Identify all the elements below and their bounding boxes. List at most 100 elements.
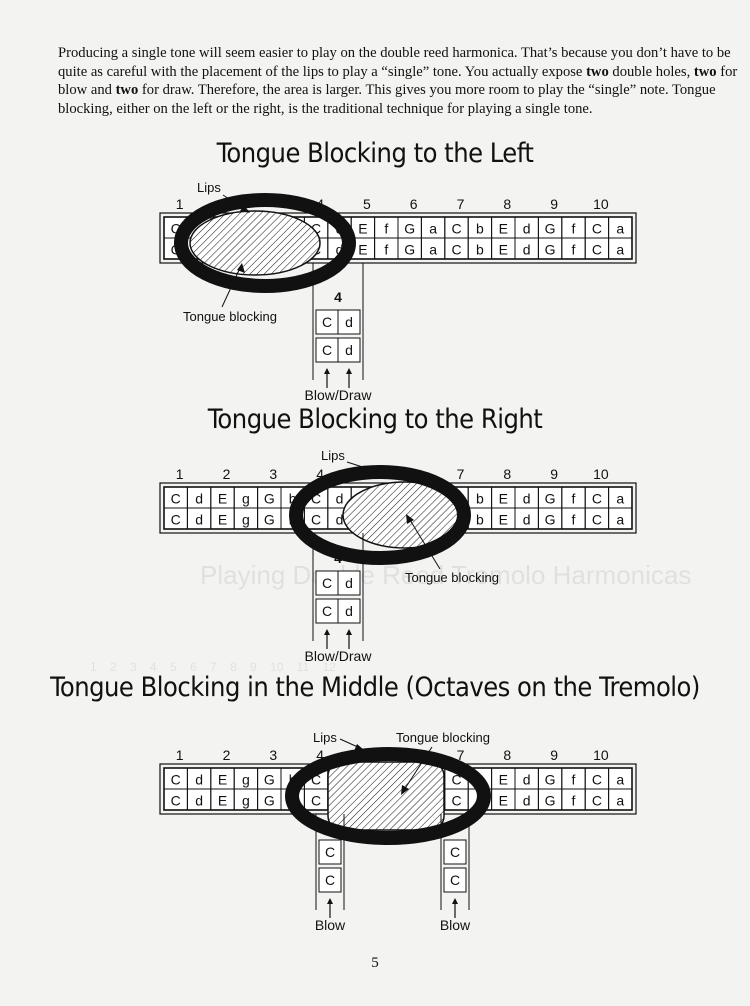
reed-note: E — [218, 793, 227, 809]
hole-number: 10 — [593, 466, 609, 482]
hole-number: 1 — [176, 747, 184, 763]
hole-number: 8 — [503, 747, 511, 763]
reed-cell — [608, 788, 633, 811]
reed-note: d — [195, 772, 203, 788]
reed-note: C — [171, 512, 181, 528]
intro-bold-3: two — [115, 82, 139, 99]
reed-note: g — [242, 512, 250, 528]
heading-middle: Tongue Blocking in the Middle (Octaves o… — [50, 672, 700, 703]
reed-note: C — [592, 242, 602, 258]
exposed-reed-cell — [337, 309, 361, 335]
reed-note: E — [499, 512, 508, 528]
intro-bold-2: two — [693, 63, 717, 80]
reed-note: d — [336, 512, 344, 528]
reed-note: E — [218, 491, 227, 507]
reed-note: f — [572, 793, 576, 809]
reed-note: d — [523, 221, 531, 237]
reed-note: G — [545, 793, 556, 809]
reed-note: E — [499, 793, 508, 809]
exposed-reed-note: C — [322, 342, 332, 358]
reed-note: C — [592, 793, 602, 809]
exposed-reed-note: C — [325, 844, 335, 860]
reed-note: G — [404, 221, 415, 237]
hole-number: 8 — [503, 196, 511, 212]
reed-note: f — [384, 221, 388, 237]
reed-note: f — [572, 242, 576, 258]
tongue-block-area — [189, 210, 321, 276]
intro-text-4: for draw. Therefore, the area is larger.… — [58, 82, 716, 117]
reed-note: C — [592, 512, 602, 528]
reed-note: g — [242, 491, 250, 507]
exposed-reed-cell — [337, 570, 361, 596]
exposed-reed-note: C — [322, 314, 332, 330]
reed-note: d — [336, 242, 344, 258]
reed-note: f — [572, 512, 576, 528]
reed-note: C — [311, 793, 321, 809]
reed-note: E — [218, 512, 227, 528]
hole-number: 7 — [457, 196, 465, 212]
reed-note: C — [171, 772, 181, 788]
hole-number: 10 — [593, 196, 609, 212]
reed-note: G — [545, 242, 556, 258]
exposed-reed-note: d — [345, 342, 353, 358]
exposed-reed-note: C — [450, 872, 460, 888]
exposed-reed-note: C — [322, 575, 332, 591]
reed-note: d — [195, 491, 203, 507]
exposed-reed-note: C — [325, 872, 335, 888]
reed-note: C — [171, 491, 181, 507]
intro-paragraph: Producing a single tone will seem easier… — [58, 44, 744, 118]
reed-note: G — [264, 772, 275, 788]
hole-number: 7 — [457, 466, 465, 482]
lips-label: Lips — [313, 730, 337, 745]
reed-note: C — [451, 221, 461, 237]
reed-note: g — [242, 772, 250, 788]
exposed-reed-note: C — [450, 844, 460, 860]
tongue-label: Tongue blocking — [405, 570, 499, 585]
tongue-block-area — [327, 761, 445, 831]
tongue-label: Tongue blocking — [183, 309, 277, 324]
reed-note: b — [476, 512, 484, 528]
reed-note: b — [289, 491, 297, 507]
exposed-hole-number: 7 — [451, 819, 459, 835]
reed-note: a — [616, 491, 624, 507]
exposed-reed-note: d — [345, 575, 353, 591]
reed-note: C — [171, 221, 181, 237]
reed-note: b — [476, 242, 484, 258]
reed-note: E — [358, 221, 367, 237]
lips-outline — [174, 193, 356, 293]
hole-number: 3 — [269, 466, 277, 482]
reed-note: d — [523, 242, 531, 258]
reed-note: d — [336, 491, 344, 507]
reed-note: b — [476, 491, 484, 507]
hole-number: 10 — [593, 747, 609, 763]
hole-number: 4 — [316, 747, 324, 763]
reed-note: G — [545, 221, 556, 237]
intro-bold-1: two — [586, 63, 609, 80]
reed-note: G — [545, 491, 556, 507]
reed-note: C — [311, 221, 321, 237]
reed-note: a — [429, 242, 437, 258]
exposed-hole-label: Blow — [315, 917, 346, 933]
reed-note: E — [358, 242, 367, 258]
reed-note: b — [476, 221, 484, 237]
reed-note: C — [592, 491, 602, 507]
reed-note: f — [572, 221, 576, 237]
reed-note: E — [218, 772, 227, 788]
exposed-reed-cell — [443, 839, 467, 865]
exposed-hole-label: Blow — [440, 917, 471, 933]
reed-note: d — [523, 491, 531, 507]
reed-note: C — [592, 772, 602, 788]
reed-note: E — [499, 242, 508, 258]
intro-text-3: for blow and — [58, 63, 738, 99]
lips-outline — [289, 465, 471, 565]
hole-number: 5 — [363, 196, 371, 212]
diagram-tongue-blocking-left: CCdEfGaCbEdGfCaCCdEfGaCbEdGfCa145678910 … — [159, 180, 637, 403]
exposed-reed-cell — [443, 867, 467, 893]
exposed-hole-number: 4 — [334, 289, 342, 305]
reed-note: a — [616, 772, 624, 788]
reed-cell — [608, 237, 633, 260]
reed-note: C — [311, 491, 321, 507]
